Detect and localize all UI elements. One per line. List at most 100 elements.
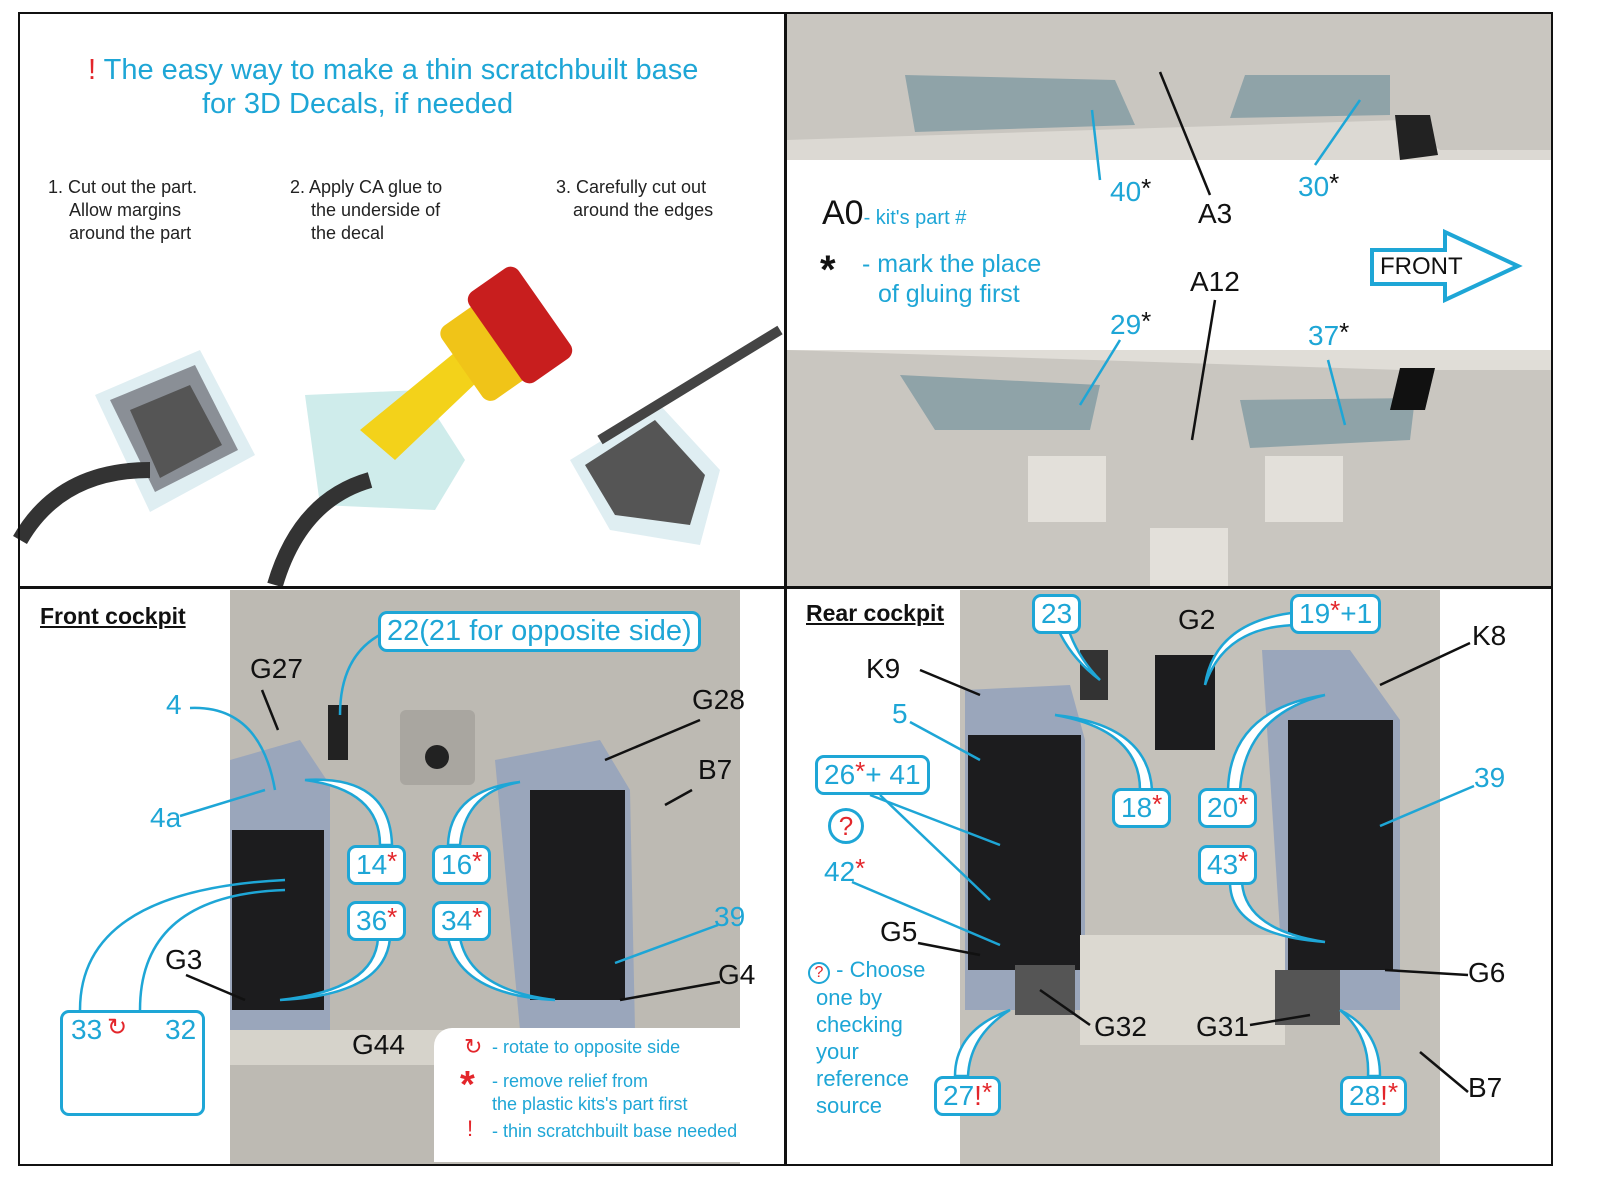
intro-title: ! The easy way to make a thin scratchbui… [88, 56, 698, 85]
part-label-42: 42* [824, 855, 865, 887]
part-label-g28: G28 [692, 684, 745, 715]
step-text: 3. Carefully cut out [556, 177, 707, 197]
callout-28: 28!* [1340, 1076, 1408, 1116]
step-text: the decal [311, 223, 385, 243]
legend-text: - thin scratchbuilt base needed [492, 1121, 738, 1141]
callout-18: 18* [1112, 788, 1172, 828]
part-label-5: 5 [892, 698, 908, 729]
star-mark: * [387, 846, 398, 876]
label-text: +1 [1340, 598, 1373, 629]
front-label: FRONT [1380, 253, 1463, 280]
label-text: 18 [1121, 792, 1153, 823]
part-label-k9: K9 [866, 653, 901, 684]
label-text: 33 [71, 1014, 103, 1045]
note-text: checking [816, 1012, 903, 1037]
title-line: for 3D Decals, if needed [202, 88, 514, 120]
callout-20: 20* [1198, 788, 1258, 828]
callout-14: 14* [347, 845, 407, 885]
legend-text: the plastic kits's part first [492, 1094, 688, 1114]
label-text: 32 [165, 1014, 197, 1045]
step-text: around the part [69, 223, 192, 243]
note-text: one by [816, 985, 883, 1010]
note-text: your [816, 1039, 859, 1064]
callout-34: 34* [432, 901, 492, 941]
star-mark: * [1141, 306, 1152, 336]
part-label-40: 40* [1110, 175, 1151, 206]
star-mark: * [1238, 846, 1249, 876]
part-label-b7: B7 [698, 754, 733, 785]
label-text: 14 [356, 849, 388, 880]
star-symbol: * [460, 1064, 475, 1106]
note-text: reference [816, 1066, 909, 1091]
legend: ↻ - rotate to opposite side * - remove r… [434, 1028, 776, 1162]
part-label-4a: 4a [150, 802, 182, 833]
part-label-a3: A3 [1198, 198, 1233, 229]
part-label-4: 4 [166, 689, 182, 720]
rotate-icon: ↻ [464, 1034, 483, 1059]
star-mark: * [387, 902, 398, 932]
star-mark: * [1141, 173, 1152, 203]
part-label-g6: G6 [1468, 957, 1506, 988]
part-label-g44: G44 [352, 1029, 405, 1060]
label-text: 28 [1349, 1080, 1381, 1111]
callout-23: 23 [1032, 594, 1082, 634]
label-text: 36 [356, 905, 388, 936]
step-1: 1. Cut out the part. Allow margins aroun… [48, 176, 197, 245]
step-2: 2. Apply CA glue to the underside of the… [290, 176, 442, 245]
label-text: 37 [1308, 320, 1340, 351]
label-text: 16 [441, 849, 473, 880]
section-heading: Rear cockpit [806, 600, 945, 626]
star-mark: * [472, 902, 483, 932]
legend-star-text: of gluing first [878, 280, 1020, 308]
legend-star-text: - mark the place [862, 250, 1042, 278]
star-mark: * [1329, 168, 1340, 198]
star-mark: * [855, 853, 866, 883]
step-text: Allow margins [69, 200, 182, 220]
label-text: 42 [824, 856, 856, 887]
step-text: the underside of [311, 200, 441, 220]
label-text: - kit's part # [863, 207, 967, 229]
part-label-g3: G3 [165, 944, 203, 975]
star-mark: * [1339, 317, 1350, 347]
section-heading: Front cockpit [40, 603, 186, 629]
step-text: 1. Cut out the part. [48, 177, 198, 197]
label-text: 27 [943, 1080, 975, 1111]
star-mark: * [1387, 1077, 1399, 1107]
callout-27: 27!* [934, 1076, 1002, 1116]
question-icon: ? [808, 962, 830, 984]
step-3: 3. Carefully cut out around the edges [556, 176, 713, 222]
callout-26-41: 26*+ 41 [815, 755, 930, 795]
callout-43: 43* [1198, 845, 1258, 885]
exclamation-mark: ! [88, 54, 97, 86]
step-text: around the edges [573, 200, 714, 220]
star-mark: * [1238, 789, 1249, 819]
exclamation-mark: ! [1380, 1080, 1388, 1111]
part-label-g5: G5 [880, 916, 918, 947]
callout-16: 16* [432, 845, 492, 885]
part-label-g4: G4 [718, 959, 756, 990]
star-mark: * [981, 1077, 993, 1107]
star-symbol: * [820, 248, 836, 292]
part-label-37: 37* [1308, 319, 1349, 351]
star-mark: * [472, 846, 483, 876]
callout-19: 19*+1 [1290, 594, 1382, 634]
star-mark: * [1330, 595, 1341, 625]
rotate-icon: ↻ [107, 1014, 128, 1041]
label-text: + 41 [865, 759, 921, 790]
label-text: 26 [824, 759, 856, 790]
question-icon: ? [828, 808, 864, 844]
label-text: 29 [1110, 309, 1142, 340]
exclamation-mark: ! [974, 1080, 982, 1111]
part-label-39: 39 [1474, 762, 1506, 793]
star-mark: * [855, 756, 866, 786]
divider [784, 12, 787, 1166]
choose-note: ? - Choose one by checking your referenc… [808, 956, 925, 1119]
label-text: 20 [1207, 792, 1239, 823]
legend-text: - remove relief from [492, 1071, 649, 1091]
legend-text: - rotate to opposite side [492, 1037, 681, 1057]
star-mark: * [1152, 789, 1163, 819]
label-text: 34 [441, 905, 473, 936]
note-text: - Choose [836, 957, 926, 982]
title-line: The easy way to make a thin scratchbuilt… [103, 54, 699, 86]
part-label-b7: B7 [1468, 1072, 1503, 1103]
